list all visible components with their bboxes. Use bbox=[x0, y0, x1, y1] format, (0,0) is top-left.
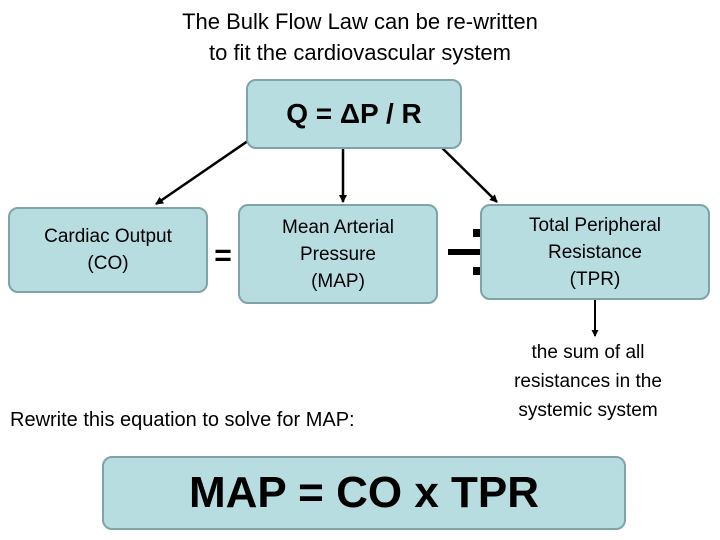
final-equation-box: MAP = CO x TPR bbox=[102, 456, 626, 530]
title-line-1: The Bulk Flow Law can be re-written bbox=[182, 9, 538, 34]
diagram-title: The Bulk Flow Law can be re-written to f… bbox=[0, 6, 720, 68]
tpr-note-line-2: resistances in the bbox=[514, 371, 662, 392]
tpr-note-line-3: systemic system bbox=[518, 400, 658, 421]
tpr-note-line-1: the sum of all bbox=[531, 342, 645, 363]
arrow-to-cardiac-output bbox=[155, 132, 259, 206]
tpr-note: the sum of all resistances in the system… bbox=[488, 338, 688, 425]
cardiac-output-label: Cardiac Output bbox=[44, 226, 172, 247]
cardiac-output-box: Cardiac Output (CO) bbox=[8, 207, 208, 293]
title-line-2: to fit the cardiovascular system bbox=[208, 40, 511, 65]
final-equation: MAP = CO x TPR bbox=[188, 468, 540, 517]
divide-sign bbox=[448, 229, 506, 275]
cardiac-output-abbr: (CO) bbox=[87, 253, 129, 274]
map-label-line-1: Mean Arterial bbox=[282, 216, 394, 238]
tpr-box: Total Peripheral Resistance (TPR) bbox=[480, 204, 710, 300]
bulk-flow-equation-box: Q = ΔP / R bbox=[246, 79, 462, 149]
map-label-line-2: Pressure bbox=[299, 243, 376, 265]
tpr-abbr: (TPR) bbox=[569, 268, 621, 290]
equals-sign: = bbox=[214, 239, 232, 272]
tpr-label-line-1: Total Peripheral bbox=[528, 214, 662, 236]
bulk-flow-equation: Q = ΔP / R bbox=[286, 98, 422, 129]
map-abbr: (MAP) bbox=[311, 270, 365, 292]
rewrite-prompt: Rewrite this equation to solve for MAP: bbox=[10, 409, 355, 431]
map-box: Mean Arterial Pressure (MAP) bbox=[238, 204, 438, 304]
tpr-label-line-2: Resistance bbox=[548, 241, 642, 263]
